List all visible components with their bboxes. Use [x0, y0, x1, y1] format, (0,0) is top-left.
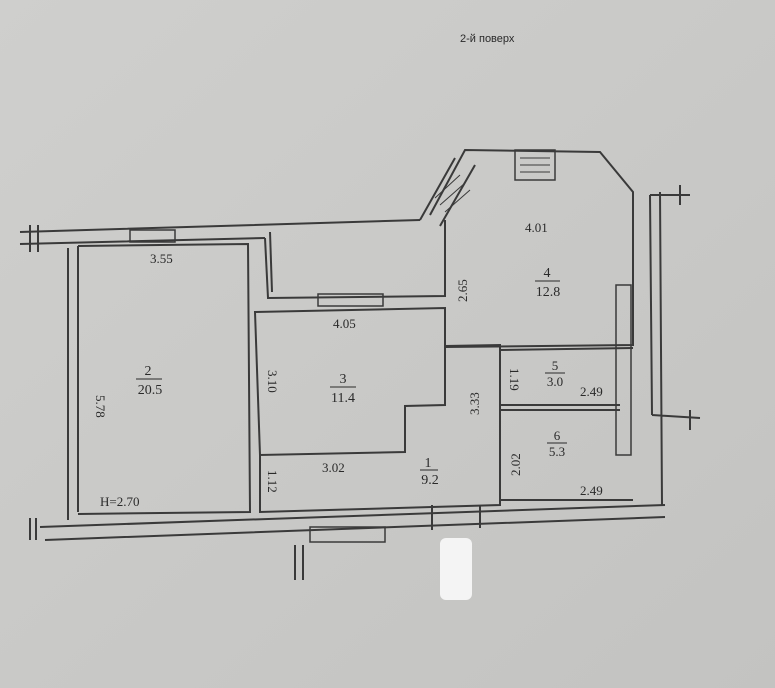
dim-hall-depth: 1.12 [265, 470, 280, 493]
room-6-number: 6 [554, 428, 561, 443]
window-room3 [317, 293, 384, 307]
entrance [309, 526, 386, 543]
room-2-number: 2 [145, 364, 152, 379]
room-1-area: 9.2 [421, 473, 439, 488]
dim-room4-length: 2.65 [455, 279, 470, 302]
dim-room2-length: 5.78 [93, 395, 108, 418]
room-5-area: 3.0 [547, 374, 563, 389]
window-room4 [514, 149, 556, 181]
room-3-number: 3 [340, 372, 347, 387]
ceiling-height: H=2.70 [100, 494, 139, 509]
room-4-number: 4 [544, 266, 551, 281]
dim-room6-length: 2.02 [508, 453, 523, 476]
redaction-mark [440, 538, 472, 600]
room-2-area: 20.5 [138, 383, 163, 398]
room-5-number: 5 [552, 358, 559, 373]
room-1-number: 1 [425, 456, 432, 471]
room-6-area: 5.3 [549, 444, 565, 459]
dim-room5-length: 1.19 [507, 368, 522, 391]
room-3-area: 11.4 [331, 391, 355, 406]
dimension-labels: 3.55 5.78 4.05 3.10 3.02 1.12 3.33 4.01 … [93, 220, 603, 498]
dim-room4-width: 4.01 [525, 220, 548, 235]
walls [19, 148, 701, 580]
window-room2 [129, 229, 176, 243]
dim-room5-width: 2.49 [580, 384, 603, 399]
dim-room3-length: 3.10 [265, 370, 280, 393]
room-labels: 2 20.5 3 11.4 1 9.2 4 12.8 5 3.0 6 5.3 H… [100, 266, 567, 509]
dim-room6-width: 2.49 [580, 483, 603, 498]
dim-room3-width: 4.05 [333, 316, 356, 331]
floor-title: 2-й поверх [460, 33, 515, 45]
dim-hall-length: 3.33 [467, 392, 482, 415]
dim-hall-width: 3.02 [322, 460, 345, 475]
dim-room2-width: 3.55 [150, 251, 173, 266]
room-4-area: 12.8 [536, 285, 561, 300]
